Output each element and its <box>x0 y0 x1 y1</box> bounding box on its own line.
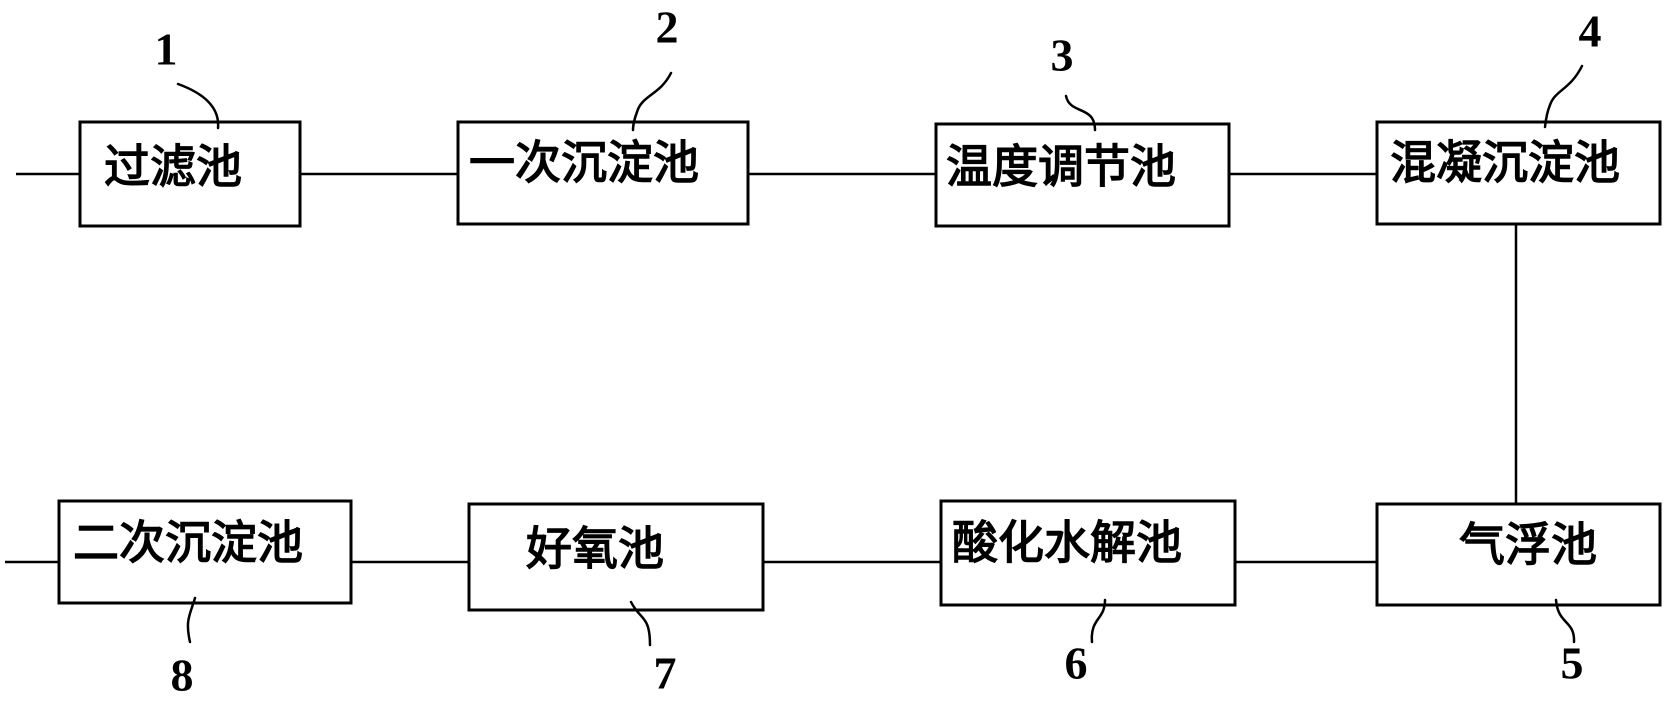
pool-node-2: 一次沉淀池 <box>456 120 750 226</box>
leader-line-4 <box>1543 64 1584 129</box>
pool-label-2: 一次沉淀池 <box>469 138 699 189</box>
pool-label-5: 气浮池 <box>1459 520 1597 571</box>
ref-number-5: 5 <box>1561 638 1584 689</box>
pool-box-4 <box>1375 120 1662 226</box>
pool-label-7: 好氧池 <box>525 524 664 575</box>
flow-connectors <box>5 172 1518 564</box>
leader-line-2 <box>631 71 673 132</box>
pool-node-1: 过滤池 <box>78 120 302 228</box>
ref-number-2: 2 <box>656 2 679 53</box>
ref-number-1: 1 <box>155 24 178 75</box>
pool-label-8: 二次沉淀池 <box>73 518 303 569</box>
pool-box-3 <box>934 122 1231 228</box>
pool-node-6: 酸化水解池 <box>939 499 1237 607</box>
pool-node-8: 二次沉淀池 <box>57 499 353 605</box>
pool-box-2 <box>456 120 750 226</box>
leader-line-6 <box>1090 598 1107 644</box>
reference-numerals: 1 2 3 4 5 6 7 8 <box>155 2 1602 701</box>
ref-number-8: 8 <box>171 650 194 701</box>
ref-number-3: 3 <box>1051 30 1074 81</box>
pool-node-3: 温度调节池 <box>934 122 1231 228</box>
pool-box-8 <box>57 499 353 605</box>
pool-label-3: 温度调节池 <box>946 142 1176 193</box>
ref-number-4: 4 <box>1579 6 1602 57</box>
pool-label-1: 过滤池 <box>104 142 242 193</box>
leader-line-8 <box>186 596 197 644</box>
pool-box-5 <box>1375 502 1662 607</box>
ref-number-7: 7 <box>654 648 677 699</box>
leader-line-7 <box>629 600 652 647</box>
pool-node-7: 好氧池 <box>467 502 765 612</box>
pool-box-1 <box>78 120 302 228</box>
leader-line-1 <box>176 82 220 130</box>
pool-label-6: 酸化水解池 <box>952 518 1182 569</box>
pool-label-4: 混凝沉淀池 <box>1390 138 1620 189</box>
pool-box-7 <box>467 502 765 612</box>
pool-node-5: 气浮池 <box>1375 502 1662 607</box>
reference-leaders <box>176 64 1584 647</box>
pool-box-6 <box>939 499 1237 607</box>
ref-number-6: 6 <box>1065 638 1088 689</box>
leader-line-3 <box>1064 94 1097 132</box>
leader-line-5 <box>1554 598 1576 644</box>
pool-node-4: 混凝沉淀池 <box>1375 120 1662 226</box>
